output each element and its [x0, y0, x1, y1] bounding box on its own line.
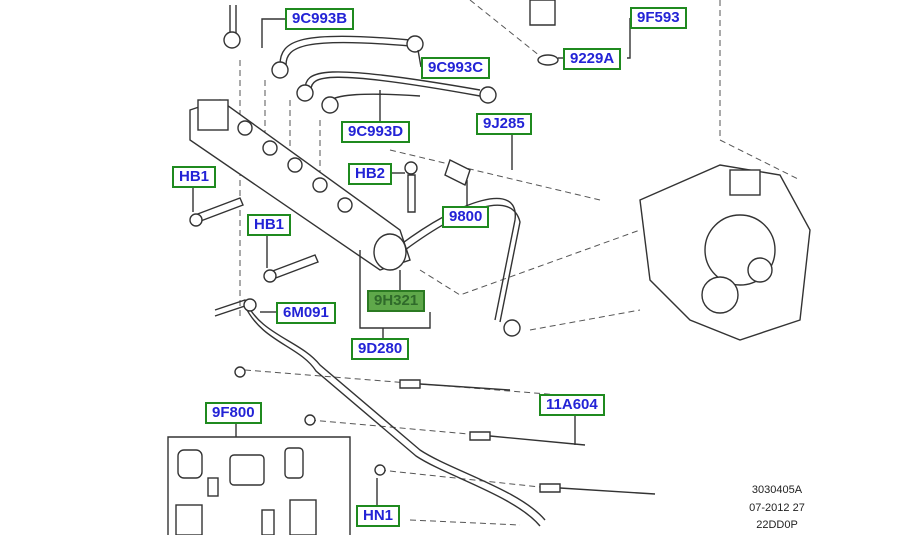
callout-9800[interactable]: 9800: [442, 206, 490, 228]
callout-9F800[interactable]: 9F800: [205, 402, 262, 424]
reference-model: 22DD0P: [756, 519, 798, 531]
guide-lines: [239, 0, 801, 526]
reference-code: 3030405A: [751, 484, 803, 496]
injector: [529, 0, 556, 26]
glow-plug-harness: [214, 298, 546, 527]
washer: [537, 54, 559, 66]
callout-HB2[interactable]: HB2: [348, 163, 393, 185]
fuel-rail: [189, 31, 521, 337]
callout-HN1[interactable]: HN1: [356, 505, 401, 527]
leader-lines: [192, 18, 631, 505]
callout-9229A[interactable]: 9229A: [563, 48, 622, 70]
fuel-pump: [639, 164, 811, 341]
callout-11A604[interactable]: 11A604: [539, 394, 605, 416]
callout-6M091[interactable]: 6M091: [276, 302, 336, 324]
callout-9C993D[interactable]: 9C993D: [341, 121, 411, 143]
callout-9H321-highlighted[interactable]: 9H321: [367, 290, 426, 312]
callout-9D280[interactable]: 9D280: [351, 338, 410, 360]
callout-9C993C[interactable]: 9C993C: [421, 57, 491, 79]
callout-9F593[interactable]: 9F593: [630, 7, 687, 29]
callout-HB1[interactable]: HB1: [172, 166, 217, 188]
glow-plugs: [234, 366, 656, 495]
reference-date: 07-2012 27: [749, 502, 805, 514]
bolts: [189, 159, 471, 283]
callout-9C993B[interactable]: 9C993B: [285, 8, 355, 30]
callout-9J285[interactable]: 9J285: [476, 113, 532, 135]
callout-HB1-lower[interactable]: HB1: [247, 214, 292, 236]
fuel-pipes: [229, 5, 521, 323]
kit-box: [167, 436, 351, 535]
